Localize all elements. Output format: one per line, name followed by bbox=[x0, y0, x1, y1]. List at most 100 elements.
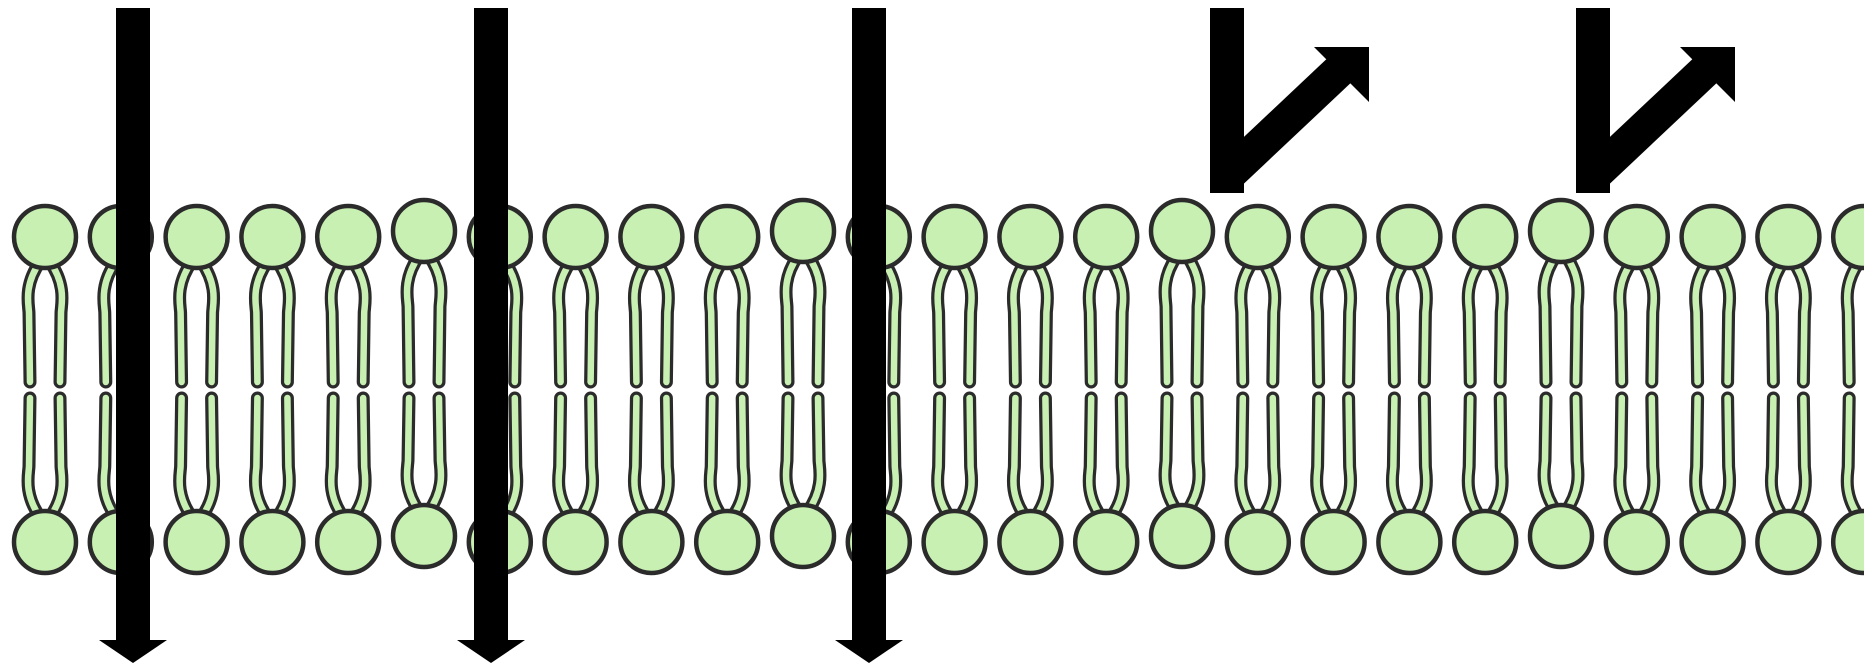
phosphate-head bbox=[1075, 206, 1137, 268]
phosphate-head bbox=[166, 206, 228, 268]
top-phospholipid bbox=[696, 206, 758, 382]
phosphate-head bbox=[1606, 206, 1668, 268]
top-phospholipid bbox=[1757, 206, 1819, 382]
bottom-phospholipid bbox=[999, 398, 1061, 573]
arrow-shaft bbox=[474, 8, 508, 640]
phosphate-head bbox=[1378, 206, 1440, 268]
bottom-phospholipid bbox=[772, 398, 834, 567]
phosphate-head bbox=[1227, 511, 1289, 573]
top-phospholipid bbox=[1833, 206, 1864, 382]
phosphate-head bbox=[924, 511, 986, 573]
top-phospholipid bbox=[924, 206, 986, 382]
bottom-phospholipid bbox=[1454, 398, 1516, 573]
arrow-shaft bbox=[852, 8, 886, 640]
phosphate-head bbox=[1454, 206, 1516, 268]
bottom-phospholipid bbox=[620, 398, 682, 573]
phosphate-head bbox=[14, 511, 76, 573]
top-phospholipid bbox=[1530, 200, 1592, 382]
bottom-phospholipid bbox=[1378, 398, 1440, 573]
phosphate-head bbox=[317, 206, 379, 268]
phospholipid-bilayer bbox=[14, 200, 1864, 573]
phosphate-head bbox=[772, 200, 834, 262]
phosphate-head bbox=[999, 511, 1061, 573]
phosphate-head bbox=[1682, 206, 1744, 268]
top-phospholipid bbox=[14, 206, 76, 382]
phosphate-head bbox=[1757, 206, 1819, 268]
phosphate-head bbox=[772, 505, 834, 567]
top-phospholipid bbox=[317, 206, 379, 382]
phosphate-head bbox=[1833, 511, 1864, 573]
phosphate-head bbox=[393, 200, 455, 262]
phosphate-head bbox=[241, 511, 303, 573]
top-phospholipid bbox=[1227, 206, 1289, 382]
bottom-phospholipid bbox=[1075, 398, 1137, 573]
phosphate-head bbox=[999, 206, 1061, 268]
bottom-phospholipid bbox=[1530, 398, 1592, 567]
bottom-leaflet bbox=[14, 398, 1864, 573]
phosphate-head bbox=[696, 511, 758, 573]
phosphate-head bbox=[1757, 511, 1819, 573]
top-phospholipid bbox=[1303, 206, 1365, 382]
phosphate-head bbox=[620, 511, 682, 573]
phosphate-head bbox=[317, 511, 379, 573]
top-phospholipid bbox=[1075, 206, 1137, 382]
top-phospholipid bbox=[545, 206, 607, 382]
phosphate-head bbox=[1378, 511, 1440, 573]
phosphate-head bbox=[393, 505, 455, 567]
phosphate-head bbox=[1303, 206, 1365, 268]
phosphate-head bbox=[1151, 505, 1213, 567]
phosphate-head bbox=[241, 206, 303, 268]
phosphate-head bbox=[1833, 206, 1864, 268]
top-leaflet bbox=[14, 200, 1864, 382]
top-phospholipid bbox=[1454, 206, 1516, 382]
phosphate-head bbox=[696, 206, 758, 268]
bottom-phospholipid bbox=[1227, 398, 1289, 573]
phosphate-head bbox=[620, 206, 682, 268]
phosphate-head bbox=[545, 206, 607, 268]
bottom-phospholipid bbox=[696, 398, 758, 573]
bottom-phospholipid bbox=[14, 398, 76, 573]
top-phospholipid bbox=[999, 206, 1061, 382]
phosphate-head bbox=[1530, 200, 1592, 262]
bottom-phospholipid bbox=[545, 398, 607, 573]
deflected-arrow bbox=[1210, 8, 1369, 193]
phosphate-head bbox=[1303, 511, 1365, 573]
arrow-head bbox=[99, 640, 167, 663]
bottom-phospholipid bbox=[1303, 398, 1365, 573]
bottom-phospholipid bbox=[317, 398, 379, 573]
bottom-phospholipid bbox=[393, 398, 455, 567]
bottom-phospholipid bbox=[924, 398, 986, 573]
phosphate-head bbox=[924, 206, 986, 268]
phosphate-head bbox=[1454, 511, 1516, 573]
bottom-phospholipid bbox=[1682, 398, 1744, 573]
top-phospholipid bbox=[1606, 206, 1668, 382]
top-phospholipid bbox=[1682, 206, 1744, 382]
top-phospholipid bbox=[393, 200, 455, 382]
bottom-phospholipid bbox=[1151, 398, 1213, 567]
phosphate-head bbox=[166, 511, 228, 573]
top-phospholipid bbox=[772, 200, 834, 382]
bottom-phospholipid bbox=[241, 398, 303, 573]
deflected-arrow bbox=[1576, 8, 1735, 193]
arrow-shaft bbox=[116, 8, 150, 640]
bottom-phospholipid bbox=[166, 398, 228, 573]
top-phospholipid bbox=[1151, 200, 1213, 382]
bottom-phospholipid bbox=[1757, 398, 1819, 573]
phosphate-head bbox=[1530, 505, 1592, 567]
top-phospholipid bbox=[620, 206, 682, 382]
arrow-head bbox=[835, 640, 903, 663]
top-phospholipid bbox=[241, 206, 303, 382]
bottom-phospholipid bbox=[1833, 398, 1864, 573]
arrow-head bbox=[457, 640, 525, 663]
top-phospholipid bbox=[166, 206, 228, 382]
phosphate-head bbox=[1606, 511, 1668, 573]
phosphate-head bbox=[1151, 200, 1213, 262]
phosphate-head bbox=[1227, 206, 1289, 268]
top-phospholipid bbox=[1378, 206, 1440, 382]
phosphate-head bbox=[1682, 511, 1744, 573]
phosphate-head bbox=[1075, 511, 1137, 573]
bottom-phospholipid bbox=[1606, 398, 1668, 573]
phosphate-head bbox=[545, 511, 607, 573]
phosphate-head bbox=[14, 206, 76, 268]
